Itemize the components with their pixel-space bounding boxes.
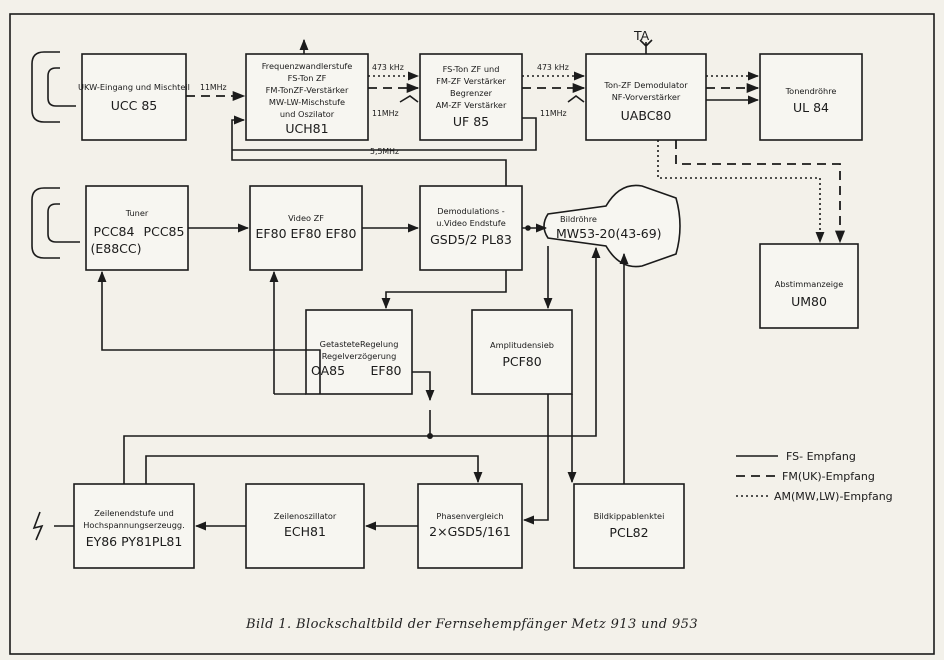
block-ukw-eingang: UKW-Eingang und Mischteil UCC 85 — [78, 53, 190, 141]
svg-text:11MHz: 11MHz — [372, 109, 399, 118]
legend-am: AM(MW,LW)-Empfang — [774, 490, 893, 503]
svg-text:AM-ZF Verstärker: AM-ZF Verstärker — [436, 100, 507, 110]
svg-text:Hochspannungserzeugg.: Hochspannungserzeugg. — [83, 520, 184, 530]
ukw-antenna-icon — [31, 51, 60, 123]
block-phasenvergleich: Phasenvergleich 2×GSD5/161 — [417, 483, 523, 569]
svg-text:PCF80: PCF80 — [502, 354, 541, 369]
ta-label: TA — [633, 28, 650, 43]
svg-text:PCC85: PCC85 — [144, 224, 185, 239]
svg-text:Demodulations -: Demodulations - — [437, 206, 505, 216]
svg-text:FM-TonZF-Verstärker: FM-TonZF-Verstärker — [266, 85, 349, 95]
svg-text:2×GSD5/161: 2×GSD5/161 — [429, 524, 511, 539]
link-uf85-fs — [232, 117, 537, 151]
svg-text:Zeilenoszillator: Zeilenoszillator — [274, 511, 337, 521]
svg-text:UL 84: UL 84 — [793, 100, 829, 115]
link-55mhz — [231, 115, 507, 186]
svg-text:UKW-Eingang und Mischteil: UKW-Eingang und Mischteil — [78, 82, 190, 92]
tv-antenna-icon — [31, 187, 60, 259]
svg-text:FS-Ton ZF und: FS-Ton ZF und — [443, 64, 500, 74]
block-uf85: FS-Ton ZF und FM-ZF Verstärker Begrenzer… — [419, 53, 523, 141]
svg-text:OA85: OA85 — [311, 363, 345, 378]
svg-text:und Oszilator: und Oszilator — [280, 109, 335, 119]
svg-text:GetasteteRegelung: GetasteteRegelung — [320, 339, 399, 349]
figure-caption: Bild 1. Blockschaltbild der Fernsehempfä… — [245, 617, 698, 632]
link-bus-bildroehre — [430, 246, 601, 437]
bus-top — [123, 435, 430, 484]
link-regel-bus — [412, 371, 435, 402]
block-amplitudensieb: Amplitudensieb PCF80 — [471, 309, 573, 395]
link-regel-tuner — [97, 270, 321, 394]
svg-text:FS-Ton ZF: FS-Ton ZF — [288, 73, 327, 83]
tv-antenna-feed — [47, 203, 80, 243]
svg-text:ECH81: ECH81 — [284, 524, 326, 539]
legend-fs: FS- Empfang — [786, 450, 856, 463]
svg-text:UCH81: UCH81 — [285, 121, 328, 136]
svg-text:UM80: UM80 — [791, 294, 827, 309]
lightning-icon — [32, 511, 44, 541]
svg-text:UABC80: UABC80 — [621, 108, 672, 123]
link-amp-phasen — [522, 394, 549, 525]
block-uabc80: Ton-ZF Demodulator NF-Vorverstärker UABC… — [585, 53, 707, 141]
block-abstimmanzeige: Abstimmanzeige UM80 — [759, 243, 859, 329]
svg-text:Amplitudensieb: Amplitudensieb — [490, 340, 554, 350]
svg-text:11MHz: 11MHz — [540, 109, 567, 118]
svg-text:Tonendröhre: Tonendröhre — [785, 86, 837, 96]
block-demodulation: Demodulations - u.Video Endstufe GSD5/2 … — [419, 185, 523, 271]
svg-text:MW53-20(43-69): MW53-20(43-69) — [556, 226, 662, 241]
svg-text:5,5MHz: 5,5MHz — [370, 147, 399, 156]
svg-text:Frequenzwandlerstufe: Frequenzwandlerstufe — [262, 61, 353, 71]
svg-text:EF80 EF80 EF80: EF80 EF80 EF80 — [256, 226, 357, 241]
svg-text:EF80: EF80 — [371, 363, 402, 378]
svg-text:NF-Vorverstärker: NF-Vorverstärker — [612, 92, 681, 102]
link-demod-getastet — [381, 270, 507, 310]
block-bildkippablenkteil: Bildkippablenktei PCL82 — [573, 483, 685, 569]
svg-text:Zeilenendstufe und: Zeilenendstufe und — [94, 508, 174, 518]
svg-text:GSD5/2 PL83: GSD5/2 PL83 — [430, 232, 512, 247]
svg-text:473 kHz: 473 kHz — [372, 63, 404, 72]
svg-text:Bildröhre: Bildröhre — [560, 214, 597, 224]
block-zeilenendstufe: Zeilenendstufe und Hochspannungserzeugg.… — [73, 483, 195, 569]
block-tuner: Tuner PCC84 PCC85 (E88CC) — [85, 185, 189, 271]
block-ul84: Tonendröhre UL 84 — [759, 53, 863, 141]
ukw-antenna-feed — [47, 67, 76, 107]
svg-text:EY86 PY81PL81: EY86 PY81PL81 — [86, 534, 183, 549]
svg-text:Bildkippablenktei: Bildkippablenktei — [594, 511, 665, 521]
svg-text:Begrenzer: Begrenzer — [450, 88, 493, 98]
svg-text:Ton-ZF Demodulator: Ton-ZF Demodulator — [603, 80, 688, 90]
svg-text:PCL82: PCL82 — [609, 525, 648, 540]
link-zeilen-phasen — [145, 455, 483, 484]
legend: FS- Empfang FM(UK)-Empfang AM(MW,LW)-Emp… — [736, 450, 893, 503]
legend-fm: FM(UK)-Empfang — [782, 470, 875, 483]
block-zeilenoszillator: Zeilenoszillator ECH81 — [245, 483, 365, 569]
if-split-mark — [399, 95, 419, 103]
svg-text:MW-LW-Mischstufe: MW-LW-Mischstufe — [269, 97, 345, 107]
link-uabc80-abstimm-am — [657, 140, 825, 244]
svg-text:FM-ZF Verstärker: FM-ZF Verstärker — [436, 76, 506, 86]
svg-text:Video ZF: Video ZF — [288, 213, 324, 223]
svg-text:11MHz: 11MHz — [200, 83, 227, 92]
svg-text:PCC84: PCC84 — [94, 224, 135, 239]
svg-text:UF 85: UF 85 — [453, 114, 489, 129]
svg-text:Phasenvergleich: Phasenvergleich — [436, 511, 503, 521]
if-split-mark-2 — [567, 95, 585, 103]
block-bildroehre: Bildröhre MW53-20(43-69) — [543, 184, 681, 268]
svg-text:Tuner: Tuner — [125, 208, 149, 218]
block-video-zf: Video ZF EF80 EF80 EF80 — [249, 185, 363, 271]
svg-text:Abstimmanzeige: Abstimmanzeige — [775, 279, 844, 289]
svg-text:UCC 85: UCC 85 — [111, 98, 157, 113]
svg-text:(E88CC): (E88CC) — [90, 241, 141, 256]
svg-text:Regelverzögerung: Regelverzögerung — [322, 351, 397, 361]
link-uabc80-abstimm-fm — [675, 140, 846, 244]
block-uch81: Frequenzwandlerstufe FS-Ton ZF FM-TonZF-… — [245, 53, 369, 141]
page-frame — [9, 13, 935, 655]
ta-input-icon — [639, 39, 653, 54]
block-getastete-regelung: GetasteteRegelung Regelverzögerung OA85 … — [305, 309, 413, 395]
svg-text:u.Video Endstufe: u.Video Endstufe — [436, 218, 505, 228]
svg-text:473 kHz: 473 kHz — [537, 63, 569, 72]
